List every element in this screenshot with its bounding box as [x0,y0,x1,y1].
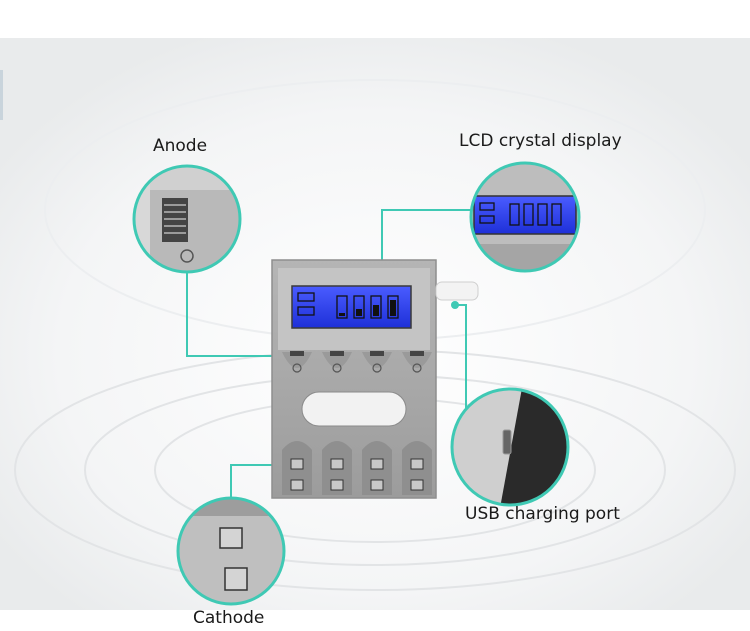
charger-device [271,259,479,499]
lcd-label: LCD crystal display [459,131,622,151]
usb-zoom [450,387,570,507]
cathode-label: Cathode [193,608,265,628]
usb-plug [435,281,479,301]
anode-label: Anode [153,136,208,156]
usb-label: USB charging port [465,504,620,524]
anode-slots [282,351,432,373]
cathode-slots [282,441,432,495]
lcd-battery-icons [297,292,399,319]
cutout-window [301,391,407,427]
cathode-zoom [176,496,286,606]
lcd-zoom [469,161,581,273]
